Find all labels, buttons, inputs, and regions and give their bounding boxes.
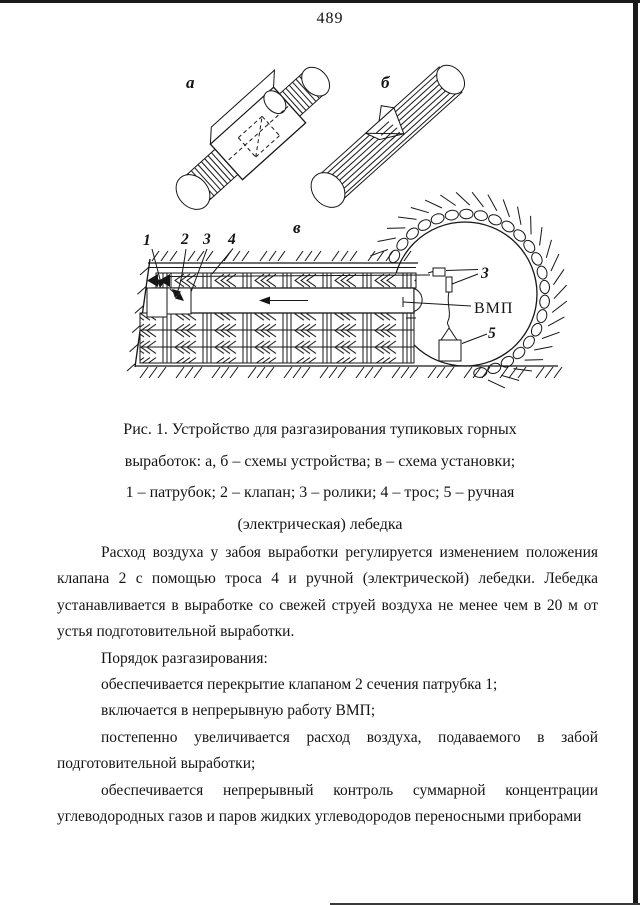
page-number: 489 [316,10,344,27]
fan-vmp [406,287,423,319]
callout-4-cable: 4 [227,231,236,248]
cobblestone-ring [388,208,551,378]
paragraph-gas-monitoring: обеспечивается непрерывный контроль сумм… [57,781,598,826]
timber-supports-bottom [139,312,415,364]
callout-leaders-left [151,248,234,298]
winch [438,327,462,362]
caption-line-4: (электрическая) лебедка [237,515,403,533]
cable-to-winch [446,291,450,329]
figure-part-label-b: б [381,73,391,92]
callout-leaders-right [402,269,488,344]
figure-part-label-a: а [186,73,195,92]
paragraph-airflow-increase: постепенно увеличивается расход воздуха,… [57,728,598,773]
figure-1-drawing: а б [126,64,568,389]
caption-line-3: 1 – патрубок; 2 – клапан; 3 – ролики; 4 … [125,484,515,501]
callout-3-rollers-right: 3 [480,265,489,282]
branch-pipe-device [146,274,192,318]
left-wall-hatch [126,266,150,372]
caption-line-2: выработок: а, б – схемы устройства; в – … [124,452,516,470]
winch-cable-line [169,274,431,277]
paragraph-vmp-operation: включается в непрерывную работу ВМП; [101,702,376,720]
roof-hatch [151,250,412,262]
paragraph-degassing-order: Порядок разгазирования: [101,649,268,667]
body-text: Расход воздуха у забоя выработки регулир… [57,540,598,830]
scan-edge-bottom [330,903,640,905]
callout-5-winch: 5 [488,325,496,342]
callout-vmp-fan: ВМП [474,300,513,317]
callout-3-rollers: 3 [202,231,211,248]
ground-hatch [139,366,563,379]
scan-edge-right [633,0,638,905]
grass-hatch [370,191,568,389]
scheme-b-drawing [310,64,466,208]
paragraph-valve-closing: обеспечивается перекрытие клапаном 2 сеч… [101,676,498,694]
paragraph-airflow-regulation: Расход воздуха у забоя выработки регулир… [57,544,598,641]
scheme-a-drawing [175,66,331,210]
callout-1-branch-pipe: 1 [143,232,151,249]
caption-line-1: Рис. 1. Устройство для разгазирования ту… [123,421,517,438]
figure-part-label-v: в [293,218,301,237]
scan-edge-top [0,0,640,3]
figure-caption: Рис. 1. Устройство для разгазирования ту… [65,414,575,540]
scheme-v-drawing: в 1 2 3 4 3 ВМП 5 [126,191,568,389]
callout-2-valve: 2 [180,231,189,248]
